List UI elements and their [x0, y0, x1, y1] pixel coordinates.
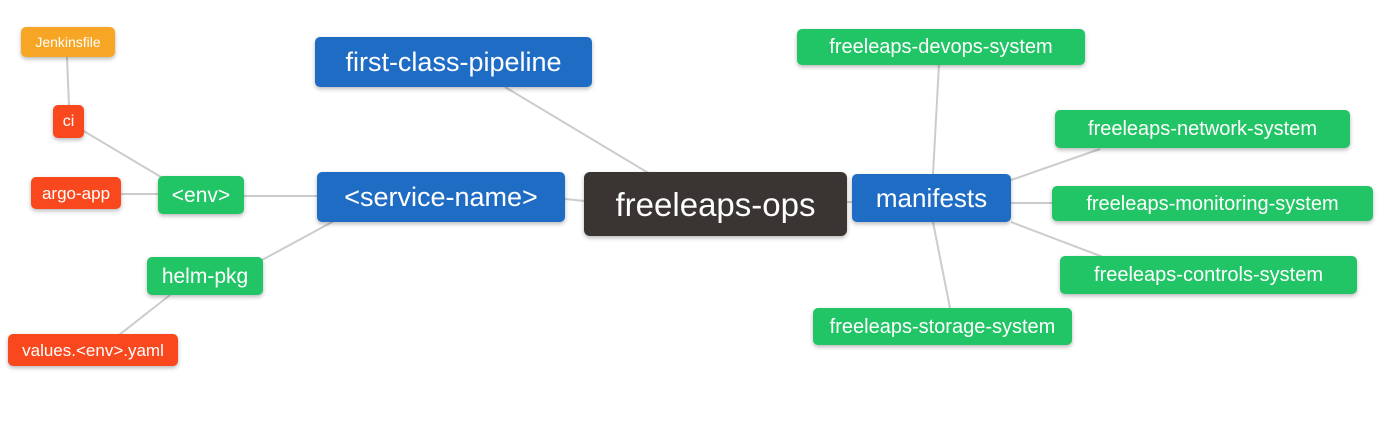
node-argo-app[interactable]: argo-app [31, 177, 121, 209]
node-manifests[interactable]: manifests [852, 174, 1011, 222]
edge-manifests-controls [1010, 221, 1104, 258]
node-helm-pkg[interactable]: helm-pkg [147, 257, 263, 295]
node-freeleaps-controls-system[interactable]: freeleaps-controls-system [1060, 256, 1357, 294]
edge-helm-pkg-values [118, 294, 171, 336]
edge-manifests-network [1010, 148, 1101, 181]
edge-manifests-storage [932, 221, 951, 309]
node-freeleaps-storage-system[interactable]: freeleaps-storage-system [813, 308, 1072, 345]
node-env[interactable]: <env> [158, 176, 244, 214]
node-jenkinsfile[interactable]: Jenkinsfile [21, 27, 115, 57]
node-ci[interactable]: ci [53, 105, 84, 138]
edge-ci-env [81, 129, 167, 181]
node-freeleaps-monitoring-system[interactable]: freeleaps-monitoring-system [1052, 186, 1373, 221]
node-freeleaps-network-system[interactable]: freeleaps-network-system [1055, 110, 1350, 148]
node-freeleaps-ops[interactable]: freeleaps-ops [584, 172, 847, 236]
node-first-class-pipeline[interactable]: first-class-pipeline [315, 37, 592, 87]
node-service-name[interactable]: <service-name> [317, 172, 565, 222]
edge-helm-pkg-service-name [261, 220, 335, 261]
edge-pipeline-root [504, 86, 651, 175]
edge-jenkinsfile-ci [66, 56, 70, 107]
node-freeleaps-devops-system[interactable]: freeleaps-devops-system [797, 29, 1085, 65]
edge-manifests-devops [932, 63, 940, 175]
edge-service-name-root [564, 198, 586, 202]
node-values-env-yaml[interactable]: values.<env>.yaml [8, 334, 178, 366]
